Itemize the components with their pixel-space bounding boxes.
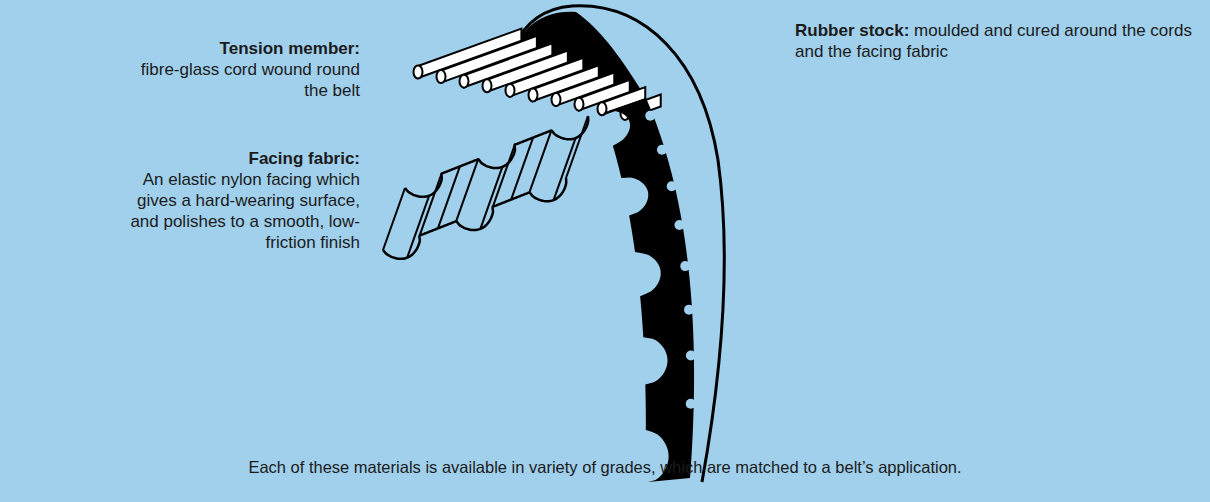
part-description: fibre-glass cord wound round the belt bbox=[128, 59, 360, 101]
cord-end bbox=[598, 102, 607, 115]
fabric-edge bbox=[405, 116, 588, 197]
cord-end bbox=[414, 66, 423, 79]
cord-end bbox=[529, 89, 538, 102]
rubber-stock-label: Rubber stock:moulded and cured around th… bbox=[795, 20, 1205, 62]
fabric-ridge bbox=[480, 167, 502, 229]
part-name: Facing fabric: bbox=[100, 148, 360, 169]
rubber-notch bbox=[645, 111, 655, 121]
rubber-notch bbox=[667, 181, 677, 191]
cord-end bbox=[506, 84, 515, 97]
fabric-ridge bbox=[529, 130, 551, 192]
cord-end bbox=[437, 70, 446, 83]
rubber-notch bbox=[684, 305, 694, 315]
rubber-notch bbox=[680, 261, 690, 271]
fabric-ridge bbox=[554, 138, 576, 200]
fabric-ridge bbox=[456, 159, 478, 221]
rubber-notch bbox=[686, 399, 696, 409]
part-name: Tension member: bbox=[110, 38, 360, 59]
rubber-notch bbox=[674, 220, 684, 230]
facing-fabric bbox=[383, 116, 588, 259]
rubber-teeth bbox=[602, 98, 696, 482]
part-description: An elastic nylon facing which gives a ha… bbox=[105, 169, 360, 253]
rubber-notch bbox=[686, 351, 696, 361]
cord-end bbox=[483, 79, 492, 92]
cord-end bbox=[575, 98, 584, 111]
caption: Each of these materials is available in … bbox=[0, 457, 1210, 478]
fabric-edge bbox=[383, 178, 566, 259]
rubber-notch bbox=[657, 145, 667, 155]
fabric-ridge bbox=[407, 196, 429, 258]
cord-end bbox=[460, 75, 469, 88]
cord-end bbox=[552, 93, 561, 106]
fabric-ridge bbox=[383, 188, 405, 250]
part-name: Rubber stock: bbox=[795, 21, 909, 40]
fabric-ridge bbox=[566, 116, 588, 178]
rubber-stock bbox=[602, 98, 694, 482]
